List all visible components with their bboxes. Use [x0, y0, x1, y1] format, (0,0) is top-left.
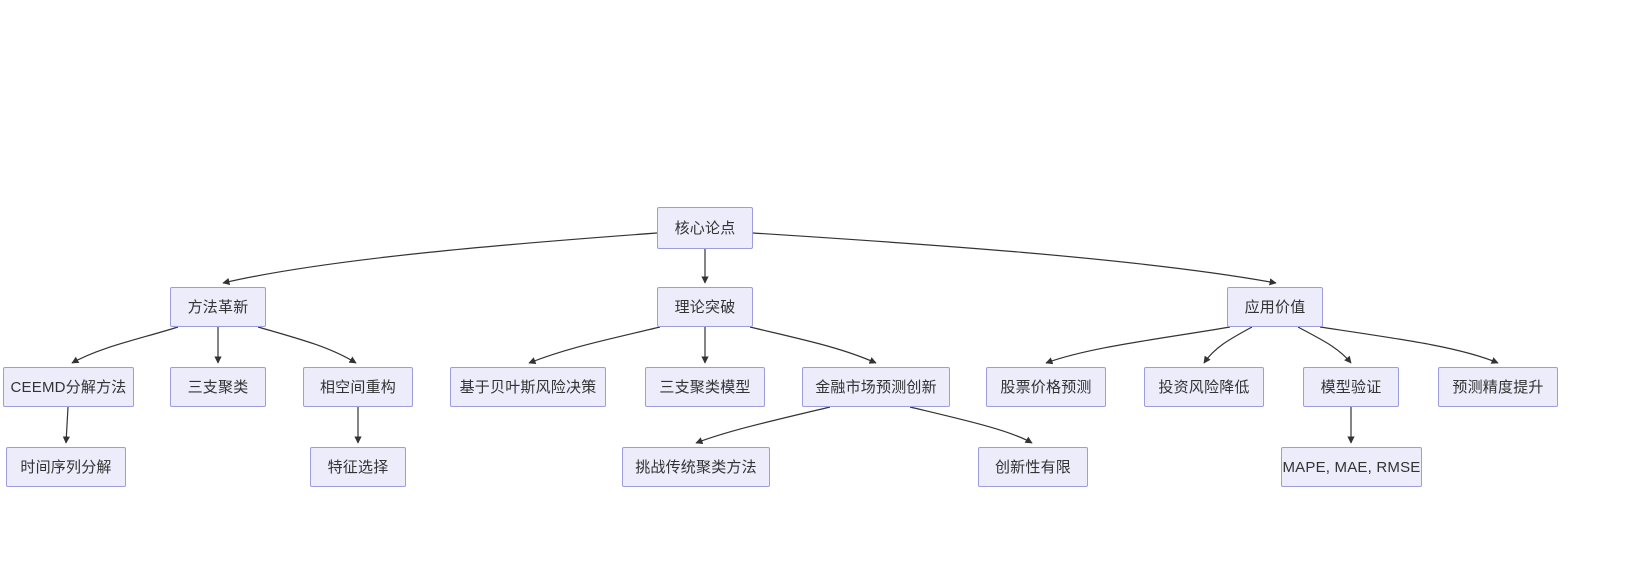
node-label: 方法革新 [187, 298, 249, 316]
node-label: 创新性有限 [994, 458, 1071, 476]
node-label: 投资风险降低 [1158, 378, 1250, 396]
node-label: MAPE, MAE, RMSE [1282, 458, 1421, 476]
edge-l1a-to-l2a [71, 326, 179, 364]
node-l2e[interactable]: 三支聚类模型 [645, 367, 765, 407]
node-l3a[interactable]: 时间序列分解 [6, 447, 126, 487]
node-label: CEEMD分解方法 [10, 378, 127, 396]
node-l3b[interactable]: 特征选择 [310, 447, 406, 487]
node-root[interactable]: 核心论点 [657, 207, 753, 249]
node-label: 金融市场预测创新 [815, 378, 937, 396]
node-l2d[interactable]: 基于贝叶斯风险决策 [450, 367, 606, 407]
node-l2a[interactable]: CEEMD分解方法 [3, 367, 134, 407]
node-label: 模型验证 [1320, 378, 1382, 396]
node-l2b[interactable]: 三支聚类 [170, 367, 266, 407]
node-label: 核心论点 [674, 219, 736, 237]
node-l1b[interactable]: 理论突破 [657, 287, 753, 327]
node-l3e[interactable]: MAPE, MAE, RMSE [1281, 447, 1422, 487]
edge-l1b-to-l2f [749, 326, 877, 364]
edge-root-to-l1c [752, 232, 1277, 286]
node-label: 相空间重构 [319, 378, 396, 396]
node-l3d[interactable]: 创新性有限 [978, 447, 1088, 487]
edge-l1b-to-l2d [528, 326, 661, 364]
node-l2f[interactable]: 金融市场预测创新 [802, 367, 950, 407]
edge-l2f-to-l3d [909, 406, 1033, 444]
edge-l1c-to-l2i [1297, 326, 1352, 364]
node-l2g[interactable]: 股票价格预测 [986, 367, 1106, 407]
node-label: 挑战传统聚类方法 [635, 458, 757, 476]
node-label: 基于贝叶斯风险决策 [459, 378, 597, 396]
node-l2c[interactable]: 相空间重构 [303, 367, 413, 407]
edge-l1c-to-l2g [1045, 326, 1231, 365]
edge-l2a-to-l3a [62, 406, 70, 444]
node-label: 股票价格预测 [1000, 378, 1092, 396]
edge-l2f-to-l3c [695, 406, 831, 445]
node-l3c[interactable]: 挑战传统聚类方法 [622, 447, 770, 487]
node-l2h[interactable]: 投资风险降低 [1144, 367, 1264, 407]
node-l2j[interactable]: 预测精度提升 [1438, 367, 1558, 407]
edges [62, 232, 1499, 445]
node-l1c[interactable]: 应用价值 [1227, 287, 1323, 327]
node-label: 三支聚类模型 [659, 378, 751, 396]
node-label: 时间序列分解 [20, 458, 112, 476]
edge-root-to-l1a [222, 232, 658, 286]
node-label: 应用价值 [1244, 298, 1306, 316]
node-l2i[interactable]: 模型验证 [1303, 367, 1399, 407]
edge-l1a-to-l2c [257, 326, 357, 364]
node-label: 理论突破 [674, 298, 736, 316]
edge-l1c-to-l2h [1203, 326, 1253, 364]
node-label: 预测精度提升 [1452, 378, 1544, 396]
node-label: 特征选择 [327, 458, 389, 476]
node-label: 三支聚类 [187, 378, 249, 396]
node-l1a[interactable]: 方法革新 [170, 287, 266, 327]
edge-l1c-to-l2j [1319, 326, 1499, 364]
